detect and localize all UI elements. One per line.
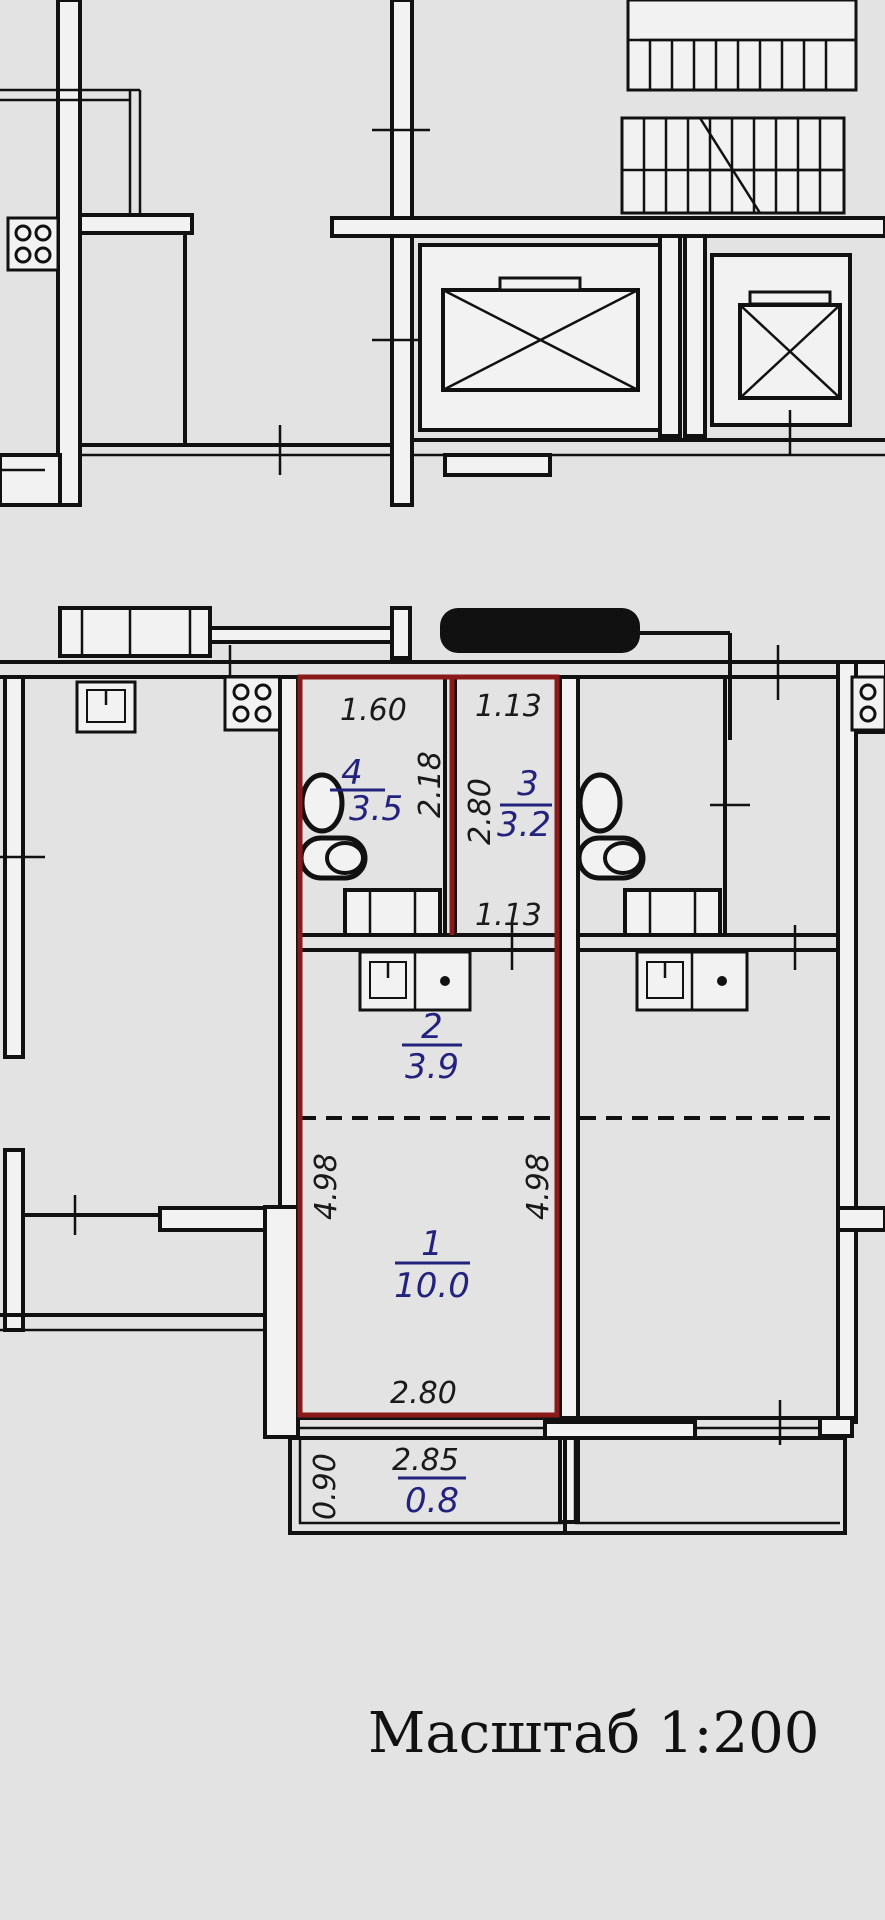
svg-text:3: 3: [517, 764, 539, 804]
dim-bath-width: 1.60: [340, 693, 407, 728]
room-label: 1 10.0: [394, 1224, 470, 1306]
dim-room-width: 2.80: [390, 1376, 457, 1411]
apartment-outline: [297, 674, 560, 1418]
svg-text:3.2: 3.2: [497, 805, 551, 845]
svg-text:4: 4: [341, 753, 363, 793]
dim-room-left-height: 4.98: [309, 1153, 344, 1220]
svg-text:3.5: 3.5: [349, 789, 403, 829]
elevator-icon: [710, 253, 852, 427]
svg-text:1: 1: [421, 1224, 443, 1264]
room-label: 2 3.9: [402, 1007, 462, 1087]
redaction-mark: [440, 608, 640, 653]
svg-text:0.8: 0.8: [405, 1481, 459, 1521]
staircase: [620, 0, 858, 215]
scale-label: Масштаб 1:200: [368, 1701, 819, 1766]
sink-icon: [358, 950, 472, 1012]
dim-balcony-width: 2.85: [392, 1443, 459, 1478]
sink-icon: [635, 950, 749, 1012]
stove-icon: [6, 216, 60, 272]
stove-icon: [223, 675, 282, 732]
dim-hall-height: 2.80: [463, 778, 498, 845]
room-label: 4 3.5: [330, 753, 403, 829]
room-labels: 4 3.5 3 3.2 2 3.9 1 10.0 0.8: [330, 753, 552, 1521]
upper-section: [0, 0, 885, 507]
dim-balcony-depth: 0.90: [308, 1453, 343, 1520]
wall: [56, 0, 82, 507]
svg-text:3.9: 3.9: [405, 1047, 459, 1087]
room-label: 3 3.2: [497, 764, 552, 845]
dimension-labels: 1.60 1.13 2.18 2.80 1.13 4.98 4.98 2.80 …: [308, 689, 556, 1520]
lower-section: [0, 606, 885, 1535]
dim-hall-top-width: 1.13: [475, 689, 542, 724]
dim-room-right-height: 4.98: [521, 1153, 556, 1220]
room-label: 0.8: [398, 1476, 466, 1521]
sink-icon: [75, 680, 137, 734]
svg-text:10.0: 10.0: [394, 1266, 470, 1306]
dim-bath-height: 2.18: [413, 751, 448, 818]
toilet-icon: [576, 772, 646, 881]
dim-hall-bottom-width: 1.13: [475, 898, 542, 933]
svg-text:2: 2: [421, 1007, 443, 1047]
stove-icon: [850, 675, 885, 732]
elevator-icon: [418, 243, 662, 432]
